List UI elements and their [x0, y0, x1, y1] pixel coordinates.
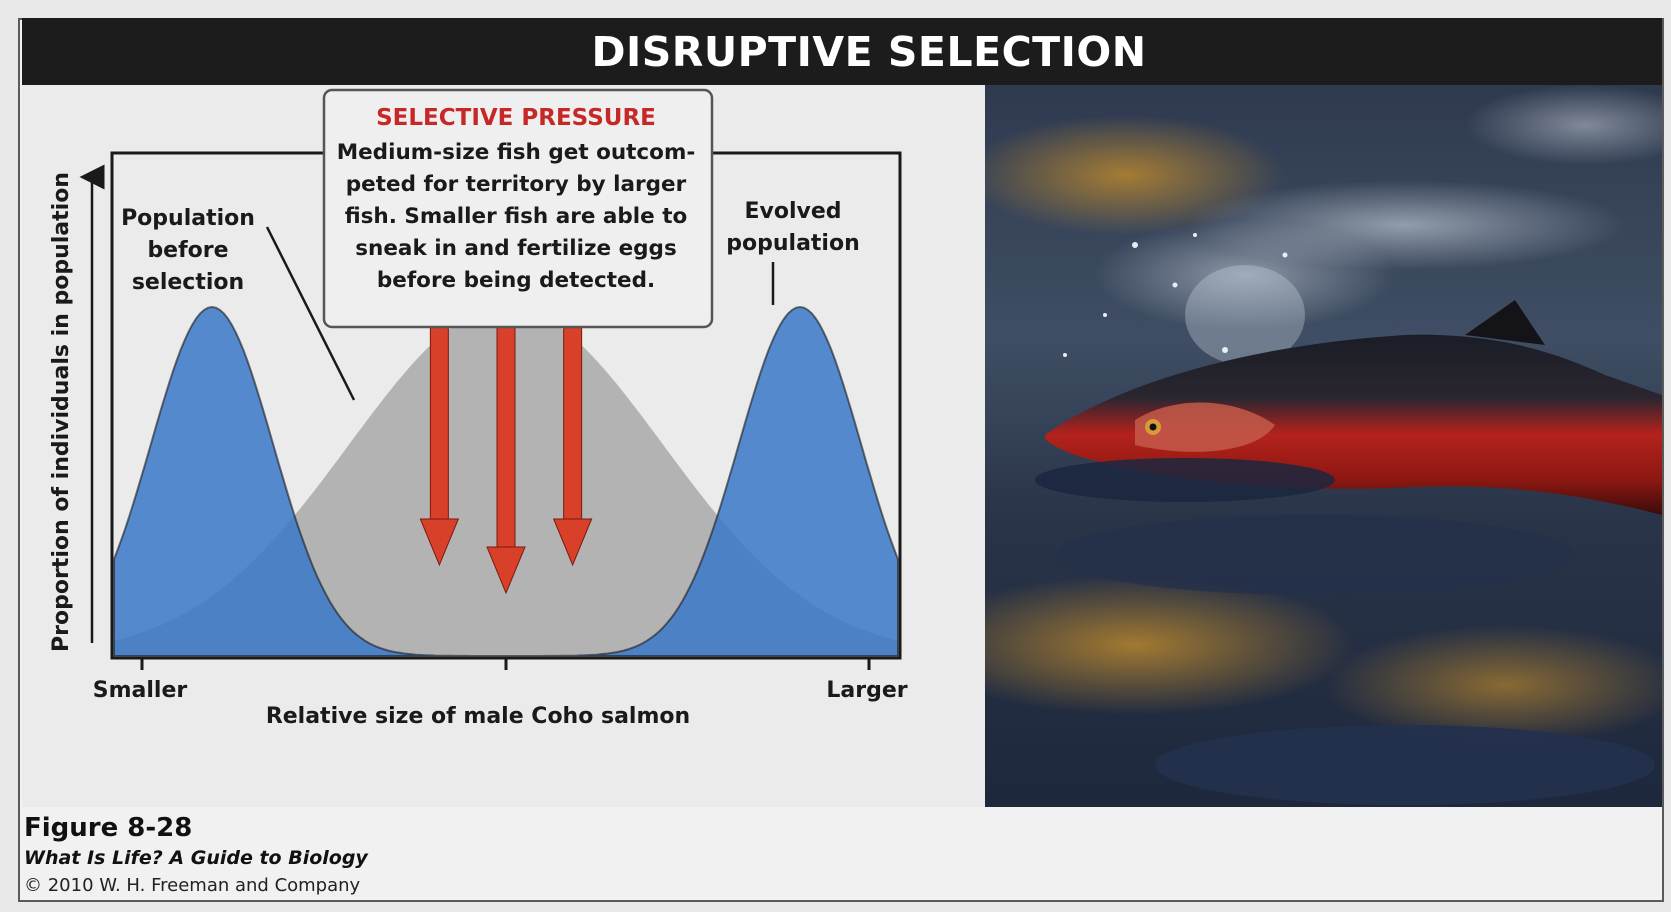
x-tick-label-smaller: Smaller [93, 678, 188, 703]
pressure-arrow-head-3 [552, 518, 593, 567]
pressure-arrow-head-1 [419, 518, 460, 567]
title-bar: DISRUPTIVE SELECTION [22, 18, 1662, 85]
y-axis-label: Proportion of individuals in population [49, 172, 74, 652]
pressure-arrow-shaft-2 [496, 326, 516, 550]
salmon-photo-art [985, 85, 1662, 807]
pressure-arrows [419, 326, 593, 595]
caption-copyright: © 2010 W. H. Freeman and Company [24, 875, 361, 896]
selective-pressure-box [322, 88, 714, 329]
distribution-chart: Smaller Larger Relative size of male Coh… [49, 88, 908, 729]
curve-evolved [113, 305, 899, 657]
pressure-arrow-shaft-3 [563, 326, 583, 522]
label-evolved-line2: population [726, 231, 860, 256]
x-axis-label: Relative size of male Coho salmon [266, 704, 690, 729]
pressure-line-3: fish. Smaller fish are able to [345, 204, 688, 229]
pressure-line-1: Medium-size fish get outcom- [337, 140, 696, 165]
pressure-line-4: sneak in and fertilize eggs [355, 236, 677, 261]
label-before-line3: selection [132, 270, 244, 295]
pressure-line-2: peted for territory by larger [346, 172, 687, 197]
pressure-line-5: before being detected. [377, 268, 655, 293]
caption-figure-number: Figure 8-28 [24, 813, 193, 843]
x-tick-label-larger: Larger [826, 678, 907, 703]
caption-book-title: What Is Life? A Guide to Biology [24, 847, 368, 869]
pressure-arrow-head-2 [486, 546, 526, 595]
salmon-photo [985, 85, 1662, 807]
label-before-line1: Population [121, 206, 255, 231]
label-evolved-line1: Evolved [744, 199, 841, 224]
chart-panel: Smaller Larger Relative size of male Coh… [22, 85, 985, 807]
caption-block: Figure 8-28 What Is Life? A Guide to Bio… [24, 812, 368, 900]
pressure-arrow-shaft-1 [429, 326, 449, 522]
leader-before [265, 226, 356, 401]
selective-pressure-heading: SELECTIVE PRESSURE [376, 105, 656, 131]
label-before-line2: before [147, 238, 228, 263]
figure-title: DISRUPTIVE SELECTION [591, 27, 1147, 76]
